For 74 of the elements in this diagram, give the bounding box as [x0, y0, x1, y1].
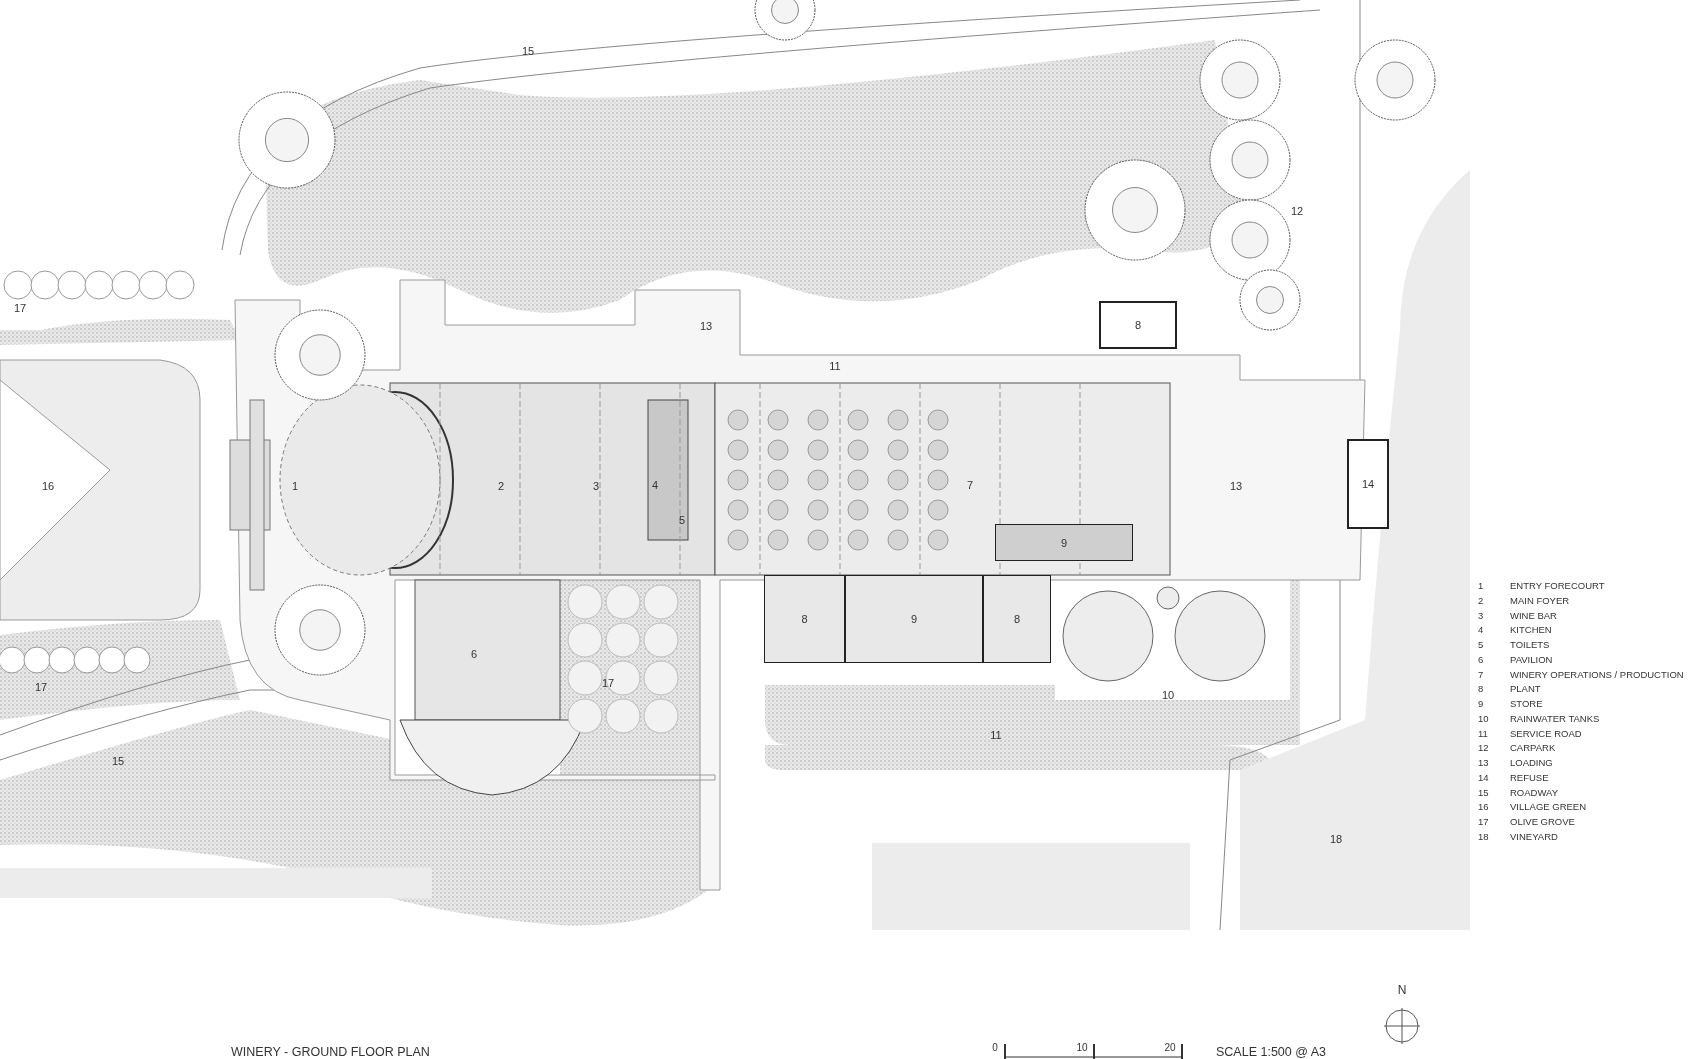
legend-number: 8 — [1478, 682, 1484, 694]
legend-number: 2 — [1478, 594, 1484, 606]
area-number: 15 — [111, 755, 125, 767]
legend-text: ROADWAY — [1510, 786, 1559, 797]
room-box — [845, 575, 983, 663]
room-number: 9 — [1060, 536, 1068, 549]
legend-number: 3 — [1478, 609, 1484, 620]
legend-number: 11 — [1478, 727, 1488, 738]
area-number: 10 — [1161, 689, 1175, 701]
scale-text: SCALE 1:500 @ A3 — [1216, 1045, 1326, 1059]
area-number: 11 — [990, 729, 1002, 741]
room-box — [764, 575, 845, 663]
area-number: 1 — [291, 480, 299, 492]
room-number: 14 — [1361, 478, 1375, 490]
area-number: 17 — [13, 302, 27, 314]
legend-text: RAINWATER TANKS — [1510, 712, 1600, 724]
legend-text: VILLAGE GREEN — [1510, 800, 1587, 812]
legend-text: REFUSE — [1510, 771, 1549, 783]
legend-text: PAVILION — [1510, 653, 1553, 665]
area-number: 17 — [34, 681, 48, 693]
area-number: 7 — [966, 479, 974, 491]
room-box — [1347, 439, 1389, 529]
scale-tick-label: 10 — [1076, 1041, 1088, 1053]
legend-text: MAIN FOYER — [1510, 594, 1570, 606]
area-number: 11 — [829, 360, 841, 372]
legend-number: 4 — [1478, 623, 1484, 635]
area-number: 13 — [1229, 480, 1243, 492]
room-number: 8 — [1013, 613, 1021, 625]
area-number: 15 — [521, 45, 535, 57]
room-box — [983, 575, 1051, 663]
room-number: 8 — [801, 613, 808, 625]
legend-text: KITCHEN — [1510, 623, 1552, 635]
legend-text: SERVICE ROAD — [1510, 727, 1582, 738]
legend-number: 9 — [1478, 697, 1484, 709]
legend-number: 10 — [1478, 712, 1489, 724]
plan-title: WINERY - GROUND FLOOR PLAN — [231, 1045, 430, 1059]
room-number: 8 — [1134, 319, 1142, 331]
area-number: 6 — [470, 648, 478, 660]
legend-text: LOADING — [1510, 756, 1553, 768]
area-number: 2 — [497, 480, 505, 492]
legend-number: 5 — [1478, 638, 1484, 650]
legend-number: 12 — [1478, 741, 1489, 753]
legend-number: 7 — [1478, 668, 1484, 679]
legend-text: PLANT — [1510, 682, 1541, 694]
room-box — [995, 524, 1133, 561]
legend-text: STORE — [1510, 697, 1543, 709]
legend-number: 6 — [1478, 653, 1484, 665]
area-number: 17 — [601, 677, 615, 689]
legend-text: WINE BAR — [1510, 609, 1557, 620]
legend-text: WINERY OPERATIONS / PRODUCTION — [1510, 668, 1684, 679]
area-number: 4 — [651, 479, 659, 491]
north-label: N — [1397, 983, 1407, 997]
legend-number: 16 — [1478, 800, 1489, 812]
legend-text: TOILETS — [1510, 638, 1550, 650]
legend-text: ENTRY FORECOURT — [1510, 579, 1605, 591]
scale-tick-label: 0 — [992, 1041, 998, 1053]
legend-number: 17 — [1478, 815, 1489, 827]
area-number: 16 — [41, 480, 55, 492]
area-number: 18 — [1329, 833, 1343, 845]
area-number: 5 — [678, 514, 686, 526]
legend-text: CARPARK — [1510, 741, 1556, 753]
scale-tick-label: 20 — [1164, 1041, 1176, 1053]
legend-number: 14 — [1478, 771, 1489, 783]
legend-text: VINEYARD — [1510, 830, 1558, 842]
room-number: 9 — [910, 613, 918, 625]
area-number: 3 — [592, 480, 600, 492]
legend-number: 15 — [1478, 786, 1489, 797]
legend-number: 18 — [1478, 830, 1489, 842]
room-box — [1099, 301, 1177, 349]
area-number: 13 — [699, 320, 713, 332]
area-number: 12 — [1290, 205, 1304, 217]
legend-number: 1 — [1478, 579, 1484, 591]
legend-text: OLIVE GROVE — [1510, 815, 1575, 827]
legend-number: 13 — [1478, 756, 1489, 768]
